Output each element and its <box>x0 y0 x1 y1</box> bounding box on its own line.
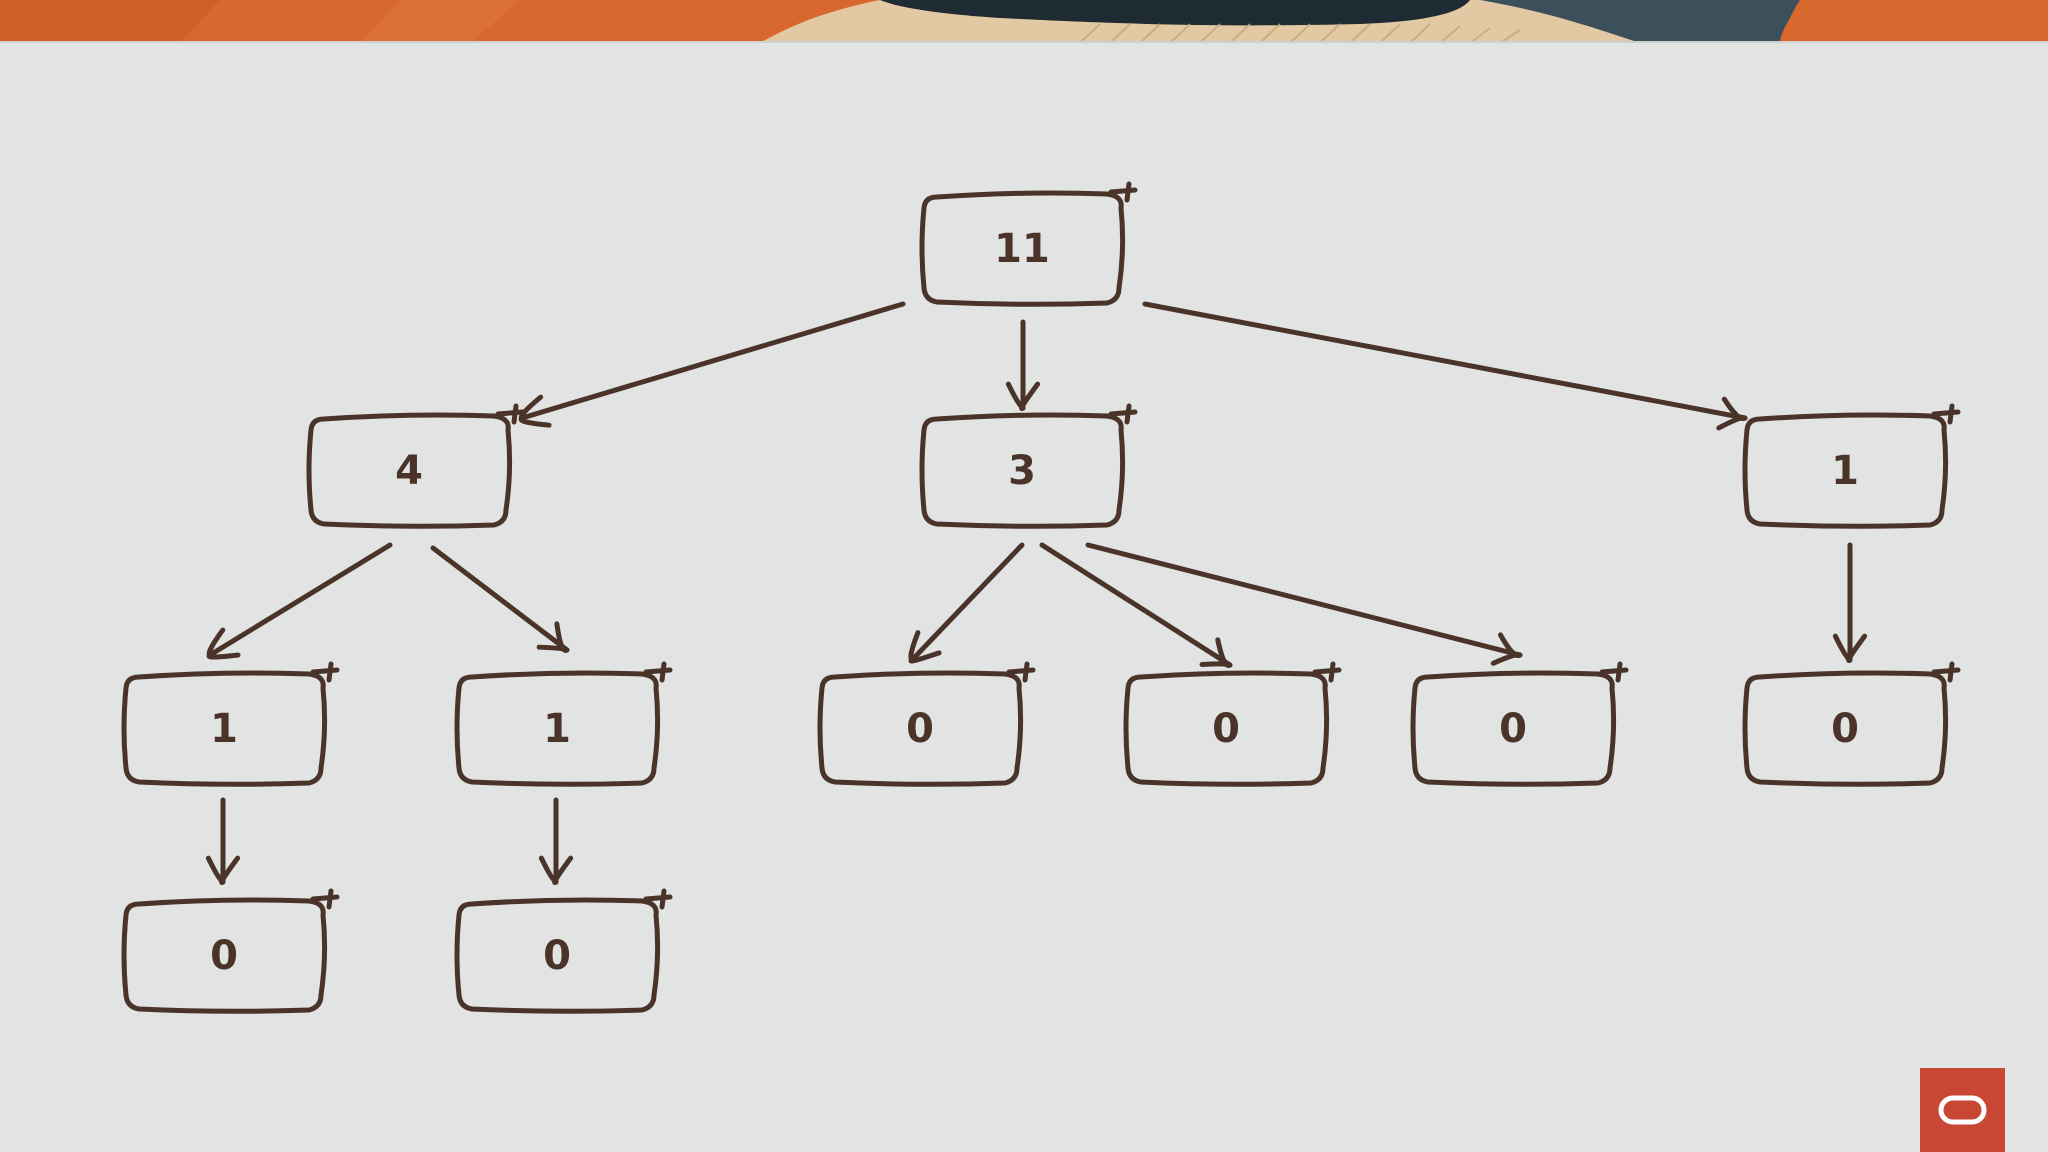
node-box <box>817 670 1024 787</box>
node-label: 3 <box>1008 448 1036 494</box>
node-box <box>1742 670 1949 787</box>
arrowhead <box>1490 632 1523 666</box>
node-corner-mark <box>1108 181 1138 203</box>
node-corner-mark <box>1931 403 1961 425</box>
tree-node-n6: 0 <box>817 661 1036 787</box>
node-label: 0 <box>1831 706 1859 752</box>
edge-arrow-n5-n11 <box>538 797 574 886</box>
arrowhead <box>908 630 942 664</box>
arrowhead <box>1716 396 1748 431</box>
arrowhead <box>518 394 552 428</box>
node-corner-mark <box>1108 403 1138 425</box>
oracle-logo-icon <box>1938 1095 1987 1125</box>
edge-arrow-n1-n4 <box>206 542 393 660</box>
node-corner-mark <box>310 888 340 910</box>
edge-arrow-n2-n6 <box>908 542 1025 664</box>
arrowhead <box>536 621 570 653</box>
edge-arrow-n2-n7 <box>1039 542 1233 668</box>
edge-arrow-n1-n5 <box>430 545 570 653</box>
tree-node-n7: 0 <box>1123 661 1342 787</box>
node-box <box>919 190 1126 307</box>
tree-node-n0: 11 <box>919 181 1138 307</box>
node-box <box>919 412 1126 529</box>
tree-node-n10: 0 <box>121 888 340 1014</box>
arrowhead <box>1199 637 1233 668</box>
arrowhead <box>1005 381 1041 412</box>
edge-arrow-n2-n8 <box>1085 542 1523 666</box>
node-label: 0 <box>210 933 238 979</box>
node-label: 11 <box>994 226 1050 272</box>
node-label: 1 <box>210 706 238 752</box>
node-box <box>1123 670 1330 787</box>
node-label: 0 <box>1499 706 1527 752</box>
node-box <box>121 897 328 1014</box>
node-corner-mark <box>1599 661 1629 683</box>
tree-node-n2: 3 <box>919 403 1138 529</box>
node-box <box>1410 670 1617 787</box>
tree-node-n5: 1 <box>454 661 673 787</box>
node-box <box>1742 412 1949 529</box>
arrowhead <box>205 855 241 886</box>
node-corner-mark <box>1312 661 1342 683</box>
node-label: 4 <box>395 448 423 494</box>
tree-node-n1: 4 <box>306 403 525 529</box>
node-label: 1 <box>1831 448 1859 494</box>
node-label: 0 <box>1212 706 1240 752</box>
edge-arrow-n0-n1 <box>518 301 906 428</box>
node-corner-mark <box>643 661 673 683</box>
oracle-logo <box>1920 1068 2005 1152</box>
edge-arrow-n0-n2 <box>1005 319 1041 412</box>
tree-node-n9: 0 <box>1742 661 1961 787</box>
node-corner-mark <box>1006 661 1036 683</box>
node-box <box>454 897 661 1014</box>
edge-arrow-n3-n9 <box>1832 542 1868 664</box>
node-corner-mark <box>643 888 673 910</box>
node-box <box>121 670 328 787</box>
node-box <box>454 670 661 787</box>
node-corner-mark <box>310 661 340 683</box>
arrowhead <box>206 627 241 660</box>
node-label: 0 <box>543 933 571 979</box>
node-corner-mark <box>1931 661 1961 683</box>
tree-node-n4: 1 <box>121 661 340 787</box>
arrowhead <box>1832 633 1868 664</box>
node-label: 0 <box>906 706 934 752</box>
tree-node-n11: 0 <box>454 888 673 1014</box>
node-box <box>306 412 513 529</box>
edge-arrow-n0-n3 <box>1142 301 1748 431</box>
tree-node-n3: 1 <box>1742 403 1961 529</box>
tree-node-n8: 0 <box>1410 661 1629 787</box>
header-banner <box>0 0 2048 43</box>
arrowhead <box>538 855 574 886</box>
edge-arrow-n4-n10 <box>205 797 241 886</box>
node-label: 1 <box>543 706 571 752</box>
node-corner-mark <box>495 403 525 425</box>
